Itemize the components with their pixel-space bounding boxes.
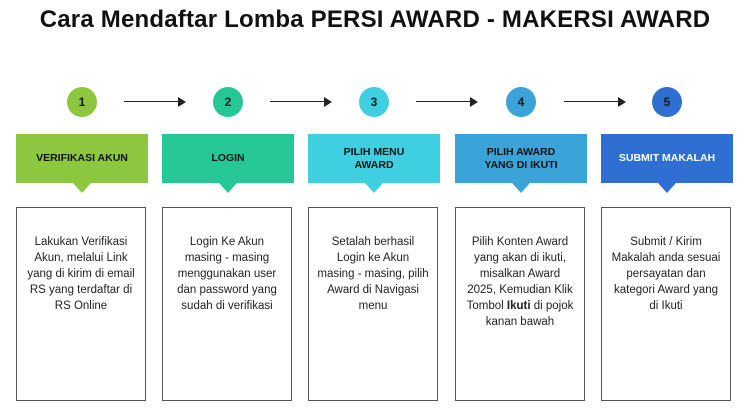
step-banner: PILIH MENU AWARD (308, 134, 440, 193)
connector-arrow (124, 97, 186, 107)
page-title: Cara Mendaftar Lomba PERSI AWARD - MAKER… (39, 6, 711, 33)
banner-pointer (658, 183, 676, 193)
banner-pointer (512, 183, 530, 193)
connector-arrow (564, 97, 626, 107)
step-description: Lakukan Verifikasi Akun, melalui Link ya… (27, 236, 135, 312)
step-banner-label: LOGIN (211, 152, 245, 164)
step-description: Setalah berhasil Login ke Akun masing - … (317, 236, 429, 312)
banner-pointer (219, 183, 237, 193)
step-banner: VERIFIKASI AKUN (16, 134, 148, 193)
step-4: 4 PILIH AWARD YANG DI IKUTI Pilih Konten… (455, 0, 587, 409)
step-number-circle: 5 (652, 87, 682, 117)
connector-arrow (416, 97, 478, 107)
step-number-circle: 4 (506, 87, 536, 117)
step-1: 1 VERIFIKASI AKUN Lakukan Verifikasi Aku… (16, 0, 148, 409)
step-banner-label: SUBMIT MAKALAH (618, 152, 716, 164)
step-banner-label: VERIFIKASI AKUN (36, 152, 128, 164)
step-3: 3 PILIH MENU AWARD Setalah berhasil Logi… (308, 0, 440, 409)
step-number-circle: 2 (213, 87, 243, 117)
step-description-bold: Ikuti (506, 300, 531, 312)
step-description-box: Setalah berhasil Login ke Akun masing - … (308, 207, 438, 401)
step-description-box: Lakukan Verifikasi Akun, melalui Link ya… (16, 207, 146, 401)
step-description: Submit / Kirim Makalah anda sesuai persa… (611, 236, 721, 312)
step-description-box: Pilih Konten Award yang akan di ikuti, m… (455, 207, 585, 401)
step-description-part: Pilih Konten Award yang akan di ikuti, m… (466, 236, 573, 312)
banner-pointer (365, 183, 383, 193)
step-banner: LOGIN (162, 134, 294, 193)
step-banner: SUBMIT MAKALAH (601, 134, 733, 193)
step-2: 2 LOGIN Login Ke Akun masing - masing me… (162, 0, 294, 409)
step-5: 5 SUBMIT MAKALAH Submit / Kirim Makalah … (601, 0, 733, 409)
step-number-circle: 1 (67, 87, 97, 117)
step-description: Login Ke Akun masing - masing menggunaka… (177, 236, 277, 312)
connector-arrow (270, 97, 332, 107)
step-number-circle: 3 (359, 87, 389, 117)
step-description-box: Submit / Kirim Makalah anda sesuai persa… (601, 207, 731, 401)
step-description-part: di pojok kanan bawah (485, 300, 574, 328)
banner-pointer (73, 183, 91, 193)
step-description-box: Login Ke Akun masing - masing menggunaka… (162, 207, 292, 401)
step-banner-label: PILIH AWARD YANG DI IKUTI (484, 145, 558, 171)
step-banner-label: PILIH MENU AWARD (343, 145, 405, 171)
step-banner: PILIH AWARD YANG DI IKUTI (455, 134, 587, 193)
